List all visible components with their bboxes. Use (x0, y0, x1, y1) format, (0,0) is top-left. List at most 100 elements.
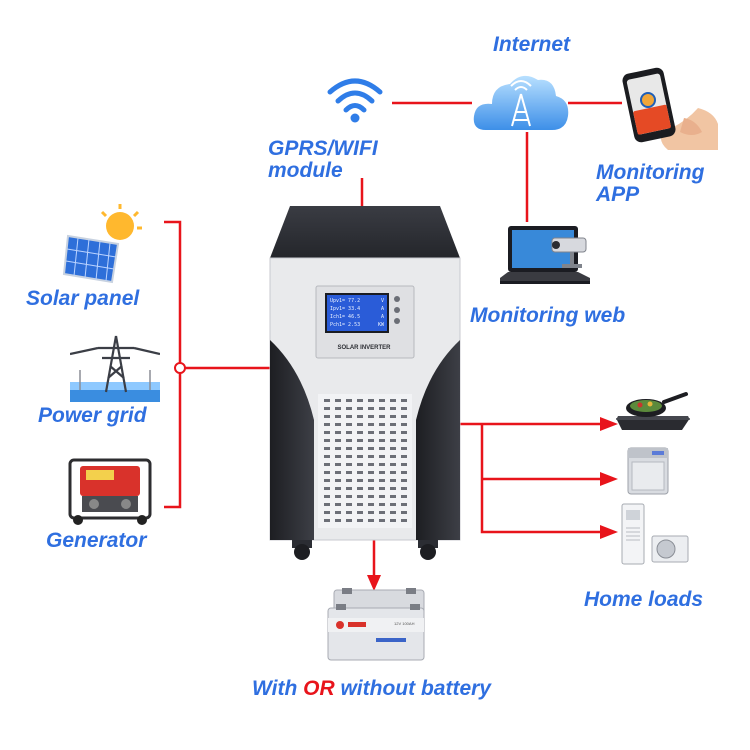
wifi-icon (327, 78, 383, 123)
vent-slot (390, 447, 396, 450)
vent-slot (335, 439, 341, 442)
arrow-to-washer (600, 472, 618, 486)
vent-slot (346, 511, 352, 514)
vent-slot (368, 487, 374, 490)
vent-slot (335, 407, 341, 410)
vent-slot (390, 399, 396, 402)
vent-slot (335, 455, 341, 458)
vent-slot (335, 423, 341, 426)
vent-slot (346, 407, 352, 410)
vent-slot (346, 439, 352, 442)
vent-slot (401, 399, 407, 402)
vent-slot (379, 399, 385, 402)
label-home-loads: Home loads (584, 588, 704, 611)
vent-slot (401, 431, 407, 434)
vent-slot (379, 447, 385, 450)
inverter-button (394, 307, 400, 313)
vent-slot (401, 423, 407, 426)
vent-slot (357, 503, 363, 506)
vent-slot (401, 447, 407, 450)
vent-slot (401, 471, 407, 474)
vent-slot (379, 431, 385, 434)
vent-slot (401, 479, 407, 482)
vent-slot (401, 415, 407, 418)
label-battery-post: without battery (334, 677, 491, 700)
vent-slot (357, 495, 363, 498)
vent-slot (390, 519, 396, 522)
vent-slot (335, 447, 341, 450)
vent-slot (357, 487, 363, 490)
vent-slot (335, 415, 341, 418)
vent-slot (390, 471, 396, 474)
vent-slot (401, 407, 407, 410)
vent-slot (346, 415, 352, 418)
vent-slot (368, 511, 374, 514)
label-monitoring-app: Monitoring APP (596, 162, 736, 206)
vent-slot (390, 487, 396, 490)
vent-slot (346, 423, 352, 426)
lcd-line-1: Upv1= 77.2 V (330, 298, 384, 304)
vent-slot (346, 431, 352, 434)
vent-slot (401, 439, 407, 442)
wire-load-bus (480, 424, 605, 534)
vent-slot (379, 455, 385, 458)
vent-slot (324, 407, 330, 410)
vent-slot (379, 495, 385, 498)
battery-small-label: 12V 100AH (394, 621, 415, 626)
vent-slot (346, 455, 352, 458)
vent-slot (335, 487, 341, 490)
vent-slot (379, 471, 385, 474)
vent-slot (379, 519, 385, 522)
label-monitoring-app-line2: APP (596, 183, 640, 206)
vent-slot (335, 431, 341, 434)
vent-slot (379, 503, 385, 506)
vent-slot (368, 455, 374, 458)
vent-slot (324, 471, 330, 474)
vent-slot (368, 495, 374, 498)
label-power-grid: Power grid (38, 404, 147, 427)
vent-slot (324, 447, 330, 450)
vent-slot (335, 519, 341, 522)
vent-slot (368, 503, 374, 506)
vent-slot (357, 439, 363, 442)
vent-slot (324, 503, 330, 506)
inverter-button (394, 318, 400, 324)
inverter-brand: SOLAR INVERTER (337, 345, 391, 351)
vent-slot (401, 455, 407, 458)
vent-slot (368, 423, 374, 426)
vent-slot (324, 423, 330, 426)
vent-slot (335, 511, 341, 514)
vent-slot (390, 495, 396, 498)
vent-slot (324, 511, 330, 514)
label-battery-or: OR (303, 677, 335, 700)
vent-slot (368, 479, 374, 482)
vent-slot (346, 487, 352, 490)
vent-slot (324, 479, 330, 482)
vent-slot (368, 415, 374, 418)
label-battery-option: With OR without battery (252, 678, 491, 700)
vent-slot (379, 439, 385, 442)
vent-slot (401, 463, 407, 466)
vent-slot (368, 399, 374, 402)
label-solar-panel: Solar panel (26, 287, 140, 310)
power-tower-icon (70, 335, 160, 402)
inverter-button (394, 296, 400, 302)
vent-slot (346, 447, 352, 450)
lcd-line-3: Ich1= 46.5 A (330, 314, 384, 320)
label-monitoring-app-line1: Monitoring (596, 161, 705, 184)
arrow-to-battery (367, 575, 381, 591)
vent-slot (368, 471, 374, 474)
vent-slot (346, 519, 352, 522)
vent-slot (346, 471, 352, 474)
arrow-to-ac (600, 525, 618, 539)
wire-junction (174, 362, 186, 374)
vent-slot (335, 495, 341, 498)
vent-slot (357, 479, 363, 482)
vent-slot (346, 399, 352, 402)
vent-slot (357, 519, 363, 522)
vent-slot (368, 447, 374, 450)
vent-slot (390, 415, 396, 418)
vent-slot (368, 463, 374, 466)
vent-slot (401, 519, 407, 522)
generator-icon (68, 458, 152, 525)
